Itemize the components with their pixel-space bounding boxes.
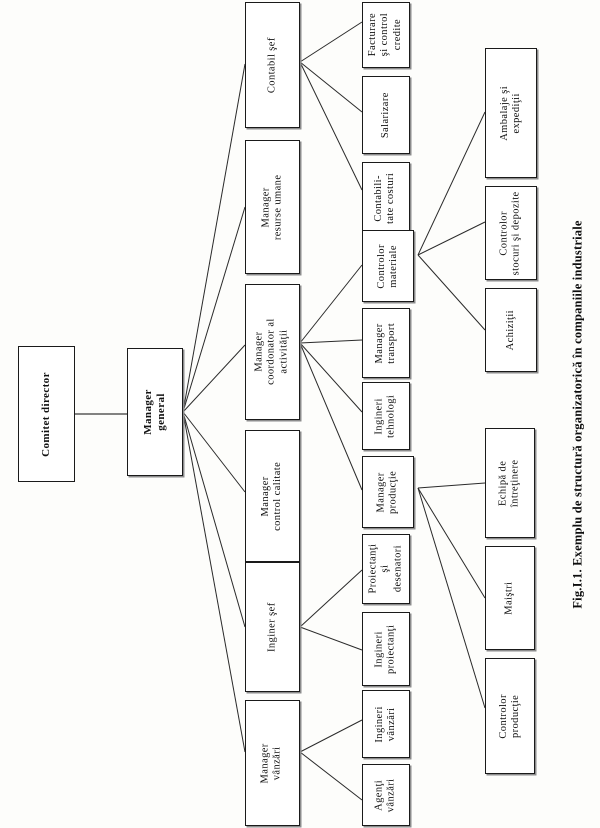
node-label: Manager transport	[373, 322, 397, 364]
edge-mg-to-inginer-sef	[182, 411, 246, 628]
node-label: Manager general	[142, 389, 167, 435]
node-facturare-control-credite[interactable]: Facturare şi control credite	[362, 2, 410, 68]
edge-materiale-to-stocuri	[417, 221, 486, 256]
edge-coordonator-to-ingineri-tehnologi	[299, 342, 363, 413]
edge-mg-to-contabil-sef	[182, 63, 246, 413]
node-manager-transport[interactable]: Manager transport	[362, 308, 410, 378]
edge-contabil-to-salarizare	[299, 61, 363, 113]
node-proiectanti-desenatori[interactable]: Proiectanţi şi desenatori	[362, 534, 410, 604]
node-label: Controlor producţie	[497, 693, 521, 739]
figure-caption: Fig.I.1. Exemplu de structură organizato…	[558, 0, 598, 828]
node-label: Achiziţii	[504, 309, 516, 351]
edge-coordonator-to-controlor-materiale	[299, 264, 363, 344]
node-manager-general[interactable]: Manager general	[127, 348, 183, 476]
edge-productie-to-controlor-productie	[417, 487, 486, 709]
node-label: Controlor materiale	[375, 243, 399, 289]
node-ingineri-tehnologi[interactable]: Ingineri tehnologi	[362, 382, 410, 450]
node-manager-coordonator[interactable]: Manager coordonator al activităţii	[245, 284, 300, 420]
node-manager-vanzari[interactable]: Manager vânzări	[245, 700, 300, 826]
edge-vanzari-to-agenti-vanzari	[299, 751, 363, 801]
node-manager-productie[interactable]: Manager producţie	[362, 456, 414, 528]
node-label: Echipă de întreţinere	[497, 459, 521, 507]
node-ingineri-vanzari[interactable]: Ingineri vânzări	[362, 690, 410, 758]
node-agenti-vanzari[interactable]: Agenţi vânzări	[362, 764, 410, 826]
edge-mg-to-coordonator	[182, 344, 246, 413]
node-manager-resurse-umane[interactable]: Manager resurse umane	[245, 140, 300, 274]
edge-materiale-to-ambalaje	[417, 111, 486, 256]
node-label: Manager control calitate	[260, 461, 284, 531]
node-label: Manager resurse umane	[260, 174, 284, 240]
node-echipa-intretinere[interactable]: Echipă de întreţinere	[485, 428, 535, 538]
edge-materiale-to-achizitii	[417, 254, 486, 331]
node-label: Manager coordonator al activităţii	[253, 318, 290, 386]
edge-inginer-sef-to-ingineri-proiectanti	[299, 626, 363, 651]
node-label: Proiectanţi şi desenatori	[367, 544, 404, 594]
node-manager-control-calitate[interactable]: Manager control calitate	[245, 430, 300, 562]
node-ambalaje-expeditii[interactable]: Ambalaje şi expediţii	[485, 48, 537, 178]
edge-vanzari-to-ingineri-vanzari	[299, 719, 363, 753]
node-label: Inginer şef	[266, 602, 278, 652]
node-label: Ingineri tehnologi	[373, 394, 397, 438]
node-label: Comitet director	[40, 371, 53, 457]
edge-inginer-sef-to-proiectanti	[299, 569, 363, 628]
node-label: Controlor stocuri şi depozite	[498, 191, 522, 275]
node-label: Ingineri proiectanţi	[373, 624, 398, 674]
node-controlor-stocuri-depozite[interactable]: Controlor stocuri şi depozite	[485, 186, 537, 280]
node-label: Salarizare	[379, 92, 391, 138]
node-label: Manager producţie	[375, 470, 399, 514]
edge-mg-to-manager-vanzari	[182, 411, 246, 753]
edge-coordonator-to-manager-transport	[299, 339, 363, 344]
node-label: Facturare şi control credite	[367, 13, 404, 57]
node-label: Ingineri vânzări	[373, 705, 397, 743]
node-controlor-materiale[interactable]: Controlor materiale	[362, 230, 414, 302]
edge-contabil-to-contabilitate-costuri	[299, 61, 363, 191]
node-achizitii[interactable]: Achiziţii	[485, 288, 537, 372]
node-salarizare[interactable]: Salarizare	[362, 76, 410, 154]
edge-mg-to-control-calitate	[182, 411, 246, 493]
node-controlor-productie[interactable]: Controlor producţie	[485, 658, 535, 774]
edge-contabil-to-facturare	[299, 21, 363, 63]
node-contabilitate-costuri[interactable]: Contabili- tate costuri	[362, 162, 410, 234]
edge-coordonator-to-manager-productie	[299, 342, 363, 491]
node-label: Manager vânzări	[260, 742, 284, 784]
node-label: Maiştri	[503, 581, 515, 615]
node-label: Ambalaje şi expediţii	[498, 85, 523, 141]
node-label: Contabil şef	[266, 37, 278, 93]
node-ingineri-proiectanti[interactable]: Ingineri proiectanţi	[362, 612, 410, 686]
edge-mg-to-resurse-umane	[182, 206, 246, 413]
figure-caption-text: Fig.I.1. Exemplu de structură organizato…	[570, 219, 585, 609]
node-label: Contabili- tate costuri	[373, 172, 398, 224]
node-maistri[interactable]: Maiştri	[485, 546, 535, 650]
edge-productie-to-echipa	[417, 482, 486, 489]
node-comitet-director[interactable]: Comitet director	[18, 346, 75, 482]
node-contabil-sef[interactable]: Contabil şef	[245, 2, 300, 128]
node-label: Agenţi vânzări	[373, 778, 397, 812]
edge-productie-to-maistri	[417, 487, 486, 599]
node-inginer-sef[interactable]: Inginer şef	[245, 562, 300, 692]
